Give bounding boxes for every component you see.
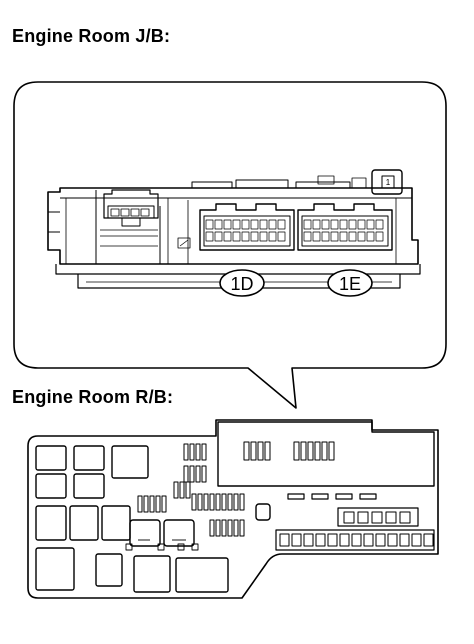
connector-pin bbox=[250, 219, 259, 230]
connector-pin bbox=[312, 231, 321, 242]
connector-pin bbox=[241, 219, 250, 230]
fuse bbox=[227, 519, 233, 537]
connector-1d-housing bbox=[199, 203, 295, 251]
fuse-slot bbox=[363, 533, 374, 547]
fuse bbox=[197, 493, 203, 511]
fuse bbox=[185, 481, 191, 499]
fuse-slot bbox=[411, 533, 422, 547]
connector-1d-label: 1D bbox=[230, 274, 253, 294]
fuse bbox=[239, 493, 245, 511]
connector-pin bbox=[205, 219, 214, 230]
connector-pin bbox=[321, 231, 330, 242]
connector-pin bbox=[366, 231, 375, 242]
connector-pin bbox=[375, 219, 384, 230]
fuse bbox=[195, 443, 201, 461]
fuse bbox=[227, 493, 233, 511]
connector-pin bbox=[339, 231, 348, 242]
fuse bbox=[239, 519, 245, 537]
connector-pin bbox=[250, 231, 259, 242]
fuse-slot bbox=[291, 533, 302, 547]
fuse-slot bbox=[343, 511, 355, 524]
fuse bbox=[179, 481, 185, 499]
fuse-slot bbox=[399, 533, 410, 547]
connector-pin bbox=[268, 231, 277, 242]
connector-pin bbox=[223, 231, 232, 242]
connector-pin bbox=[241, 231, 250, 242]
connector-pin bbox=[348, 231, 357, 242]
fuse bbox=[195, 465, 201, 483]
fuse bbox=[183, 465, 189, 483]
connector-pin bbox=[339, 219, 348, 230]
connector-pin bbox=[366, 219, 375, 230]
fuse bbox=[183, 443, 189, 461]
fuse bbox=[209, 519, 215, 537]
connector-pin bbox=[303, 231, 312, 242]
connector-1e-housing bbox=[297, 203, 393, 251]
connector-pin bbox=[277, 231, 286, 242]
callout-bubble bbox=[13, 81, 447, 409]
fuse bbox=[201, 465, 207, 483]
connector-pin bbox=[348, 219, 357, 230]
small-connector-tag: 1 bbox=[386, 178, 391, 187]
connector-pin bbox=[330, 219, 339, 230]
connector-pin bbox=[303, 219, 312, 230]
connector-pin bbox=[312, 219, 321, 230]
connector-pin bbox=[268, 219, 277, 230]
fuse-slot bbox=[399, 511, 411, 524]
connector-pin bbox=[330, 231, 339, 242]
fuse bbox=[137, 495, 143, 513]
fuse-slot bbox=[327, 533, 338, 547]
connector-pin bbox=[375, 231, 384, 242]
connector-pin bbox=[321, 219, 330, 230]
connector-pin bbox=[259, 219, 268, 230]
fuse-slot bbox=[339, 533, 350, 547]
connector-1d-oval bbox=[219, 269, 265, 297]
fuse bbox=[215, 493, 221, 511]
fuse-slot bbox=[387, 533, 398, 547]
fuse bbox=[189, 443, 195, 461]
connector-pin bbox=[223, 219, 232, 230]
fuse bbox=[201, 443, 207, 461]
fuse bbox=[155, 495, 161, 513]
connector-pin bbox=[214, 231, 223, 242]
heading-engine-room-jb: Engine Room J/B: bbox=[12, 26, 171, 46]
connector-pin bbox=[232, 219, 241, 230]
fuse bbox=[233, 519, 239, 537]
connector-1e-label: 1E bbox=[339, 274, 361, 294]
fuse bbox=[221, 493, 227, 511]
relay-block bbox=[27, 419, 439, 599]
fuse-slot bbox=[303, 533, 314, 547]
connector-pin bbox=[214, 219, 223, 230]
fuse bbox=[149, 495, 155, 513]
fuse-slot bbox=[351, 533, 362, 547]
fuse bbox=[143, 495, 149, 513]
fuse-slot bbox=[375, 533, 386, 547]
fuse bbox=[191, 493, 197, 511]
fuse-slot bbox=[371, 511, 383, 524]
heading-engine-room-rb: Engine Room R/B: bbox=[12, 387, 174, 407]
connector-pin bbox=[205, 231, 214, 242]
fuse bbox=[161, 495, 167, 513]
connector-1e-oval bbox=[327, 269, 373, 297]
connector-pin bbox=[277, 219, 286, 230]
fuse bbox=[203, 493, 209, 511]
connector-pin bbox=[232, 231, 241, 242]
connector-pin bbox=[259, 231, 268, 242]
fuse-slot bbox=[423, 533, 434, 547]
fuse bbox=[189, 465, 195, 483]
fuse bbox=[173, 481, 179, 499]
fuse-slot bbox=[385, 511, 397, 524]
fuse-slot bbox=[315, 533, 326, 547]
fuse-slot bbox=[357, 511, 369, 524]
connector-pin bbox=[357, 231, 366, 242]
fuse bbox=[221, 519, 227, 537]
fuse-slot bbox=[279, 533, 290, 547]
fuse bbox=[209, 493, 215, 511]
fuse bbox=[215, 519, 221, 537]
fuse bbox=[233, 493, 239, 511]
connector-pin bbox=[357, 219, 366, 230]
